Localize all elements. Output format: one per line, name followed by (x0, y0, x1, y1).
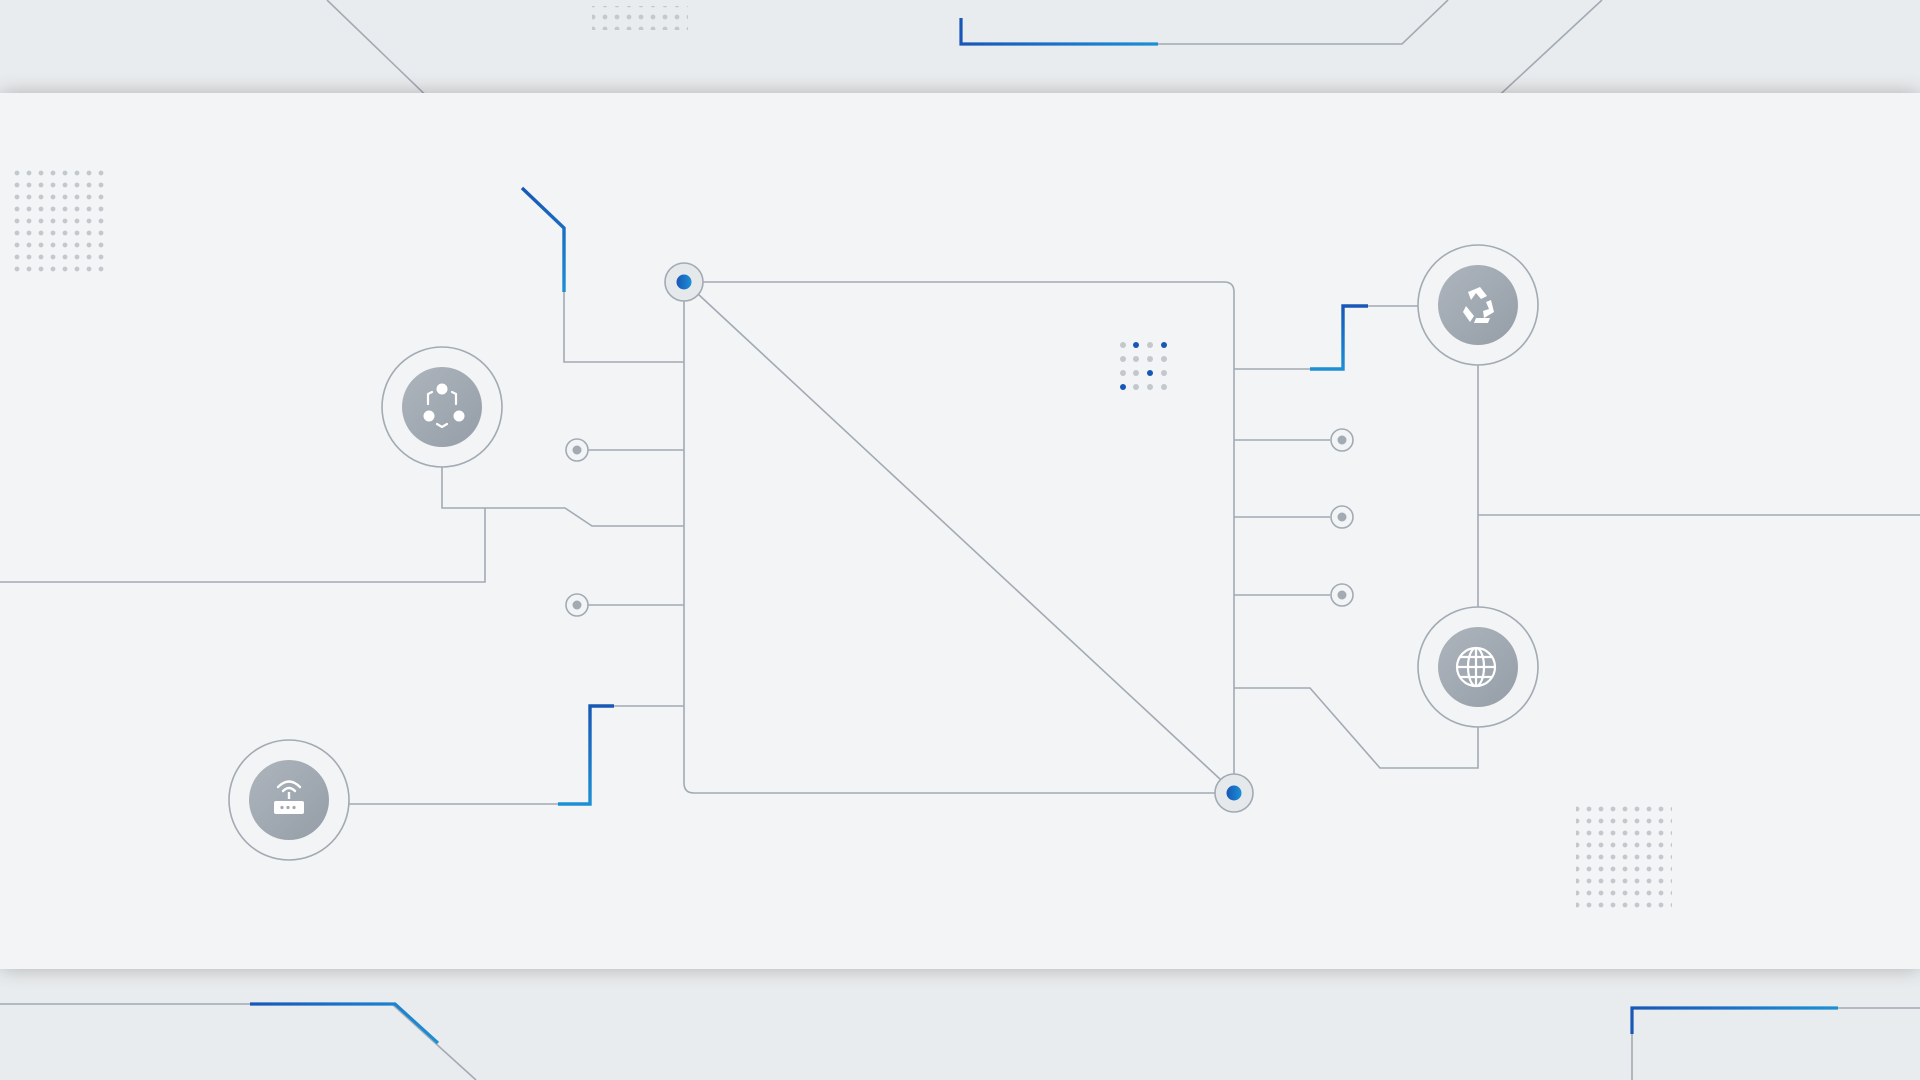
wifi-router-node[interactable] (228, 739, 350, 861)
dot-grid-accent (1120, 342, 1167, 390)
globe-node[interactable] (1417, 606, 1539, 728)
pin-left-2 (565, 593, 589, 617)
pin-left-1 (565, 438, 589, 462)
terminal-bottom-right (1214, 773, 1254, 813)
wifi-router-icon (274, 780, 304, 814)
cluster-network-icon (423, 383, 465, 429)
globe-icon (1455, 646, 1497, 688)
background-accents (250, 18, 1838, 1045)
dot-grid-top (592, 6, 688, 30)
recycle-icon (1463, 287, 1494, 323)
dot-grid-bottom-right (1576, 804, 1672, 912)
connector-pins (565, 428, 1354, 617)
pin-right-3 (1330, 583, 1354, 607)
accent-traces (142, 186, 1920, 806)
pin-right-1 (1330, 428, 1354, 452)
dot-grid-left (12, 170, 108, 278)
pin-right-2 (1330, 505, 1354, 529)
terminal-top-left (664, 262, 704, 302)
recycle-node[interactable] (1417, 244, 1539, 366)
cluster-network-node[interactable] (381, 346, 503, 468)
central-diagonal (697, 293, 1222, 781)
